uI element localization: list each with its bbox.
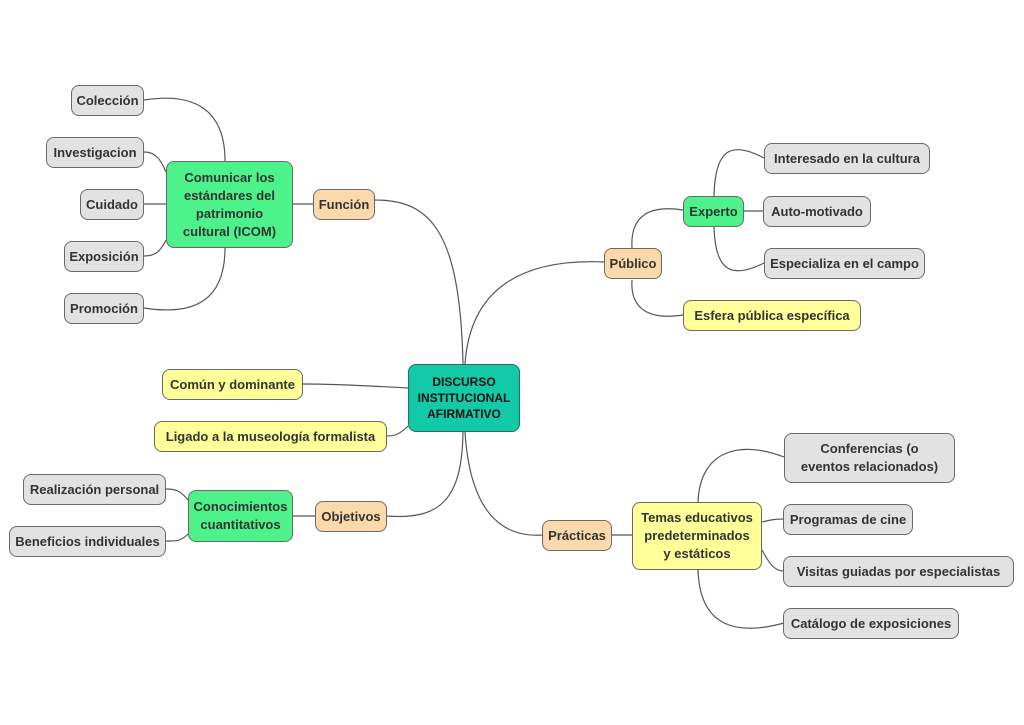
beneficios-label: Beneficios individuales	[15, 533, 160, 549]
link-publico-esfera	[631, 279, 684, 317]
link-root-objetivos	[386, 431, 464, 518]
cuidado-label: Cuidado	[86, 196, 138, 212]
coleccion-label: Colección	[76, 92, 139, 108]
exposicion-label: Exposición	[69, 248, 139, 264]
link-hub-visitas	[761, 549, 785, 572]
link-experto-interesado	[713, 149, 765, 197]
auto-motivado-label: Auto-motivado	[771, 203, 863, 219]
experto-node[interactable]: Experto	[683, 196, 744, 227]
investigacion-node[interactable]: Investigacion	[46, 137, 144, 168]
auto-motivado-node[interactable]: Auto-motivado	[763, 196, 871, 227]
interesado-label: Interesado en la cultura	[774, 150, 920, 166]
funcion-node[interactable]: Función	[313, 189, 375, 220]
realizacion-label: Realización personal	[29, 481, 160, 497]
ligado-node[interactable]: Ligado a la museología formalista	[154, 421, 387, 452]
programas-cine-node[interactable]: Programas de cine	[783, 504, 913, 535]
objetivos-hub-node[interactable]: Conocimientos cuantitativos	[188, 490, 293, 542]
link-hub-catalogo	[697, 569, 785, 629]
comun-label: Común y dominante	[170, 376, 295, 392]
objetivos-node[interactable]: Objetivos	[315, 501, 387, 532]
root-node[interactable]: DISCURSO INSTITUCIONAL AFIRMATIVO	[408, 364, 520, 432]
promocion-label: Promoción	[70, 300, 138, 316]
link-root-practicas	[464, 431, 544, 536]
publico-label: Público	[609, 255, 657, 271]
link-root-comun	[302, 383, 409, 389]
catalogo-node[interactable]: Catálogo de exposiciones	[783, 608, 959, 639]
objetivos-hub-label: Conocimientos cuantitativos	[193, 499, 288, 532]
root-label: DISCURSO INSTITUCIONAL AFIRMATIVO	[417, 375, 511, 421]
link-root-publico	[464, 261, 606, 365]
exposicion-node[interactable]: Exposición	[64, 241, 144, 272]
visitas-label: Visitas guiadas por especialistas	[796, 563, 1001, 579]
visitas-node[interactable]: Visitas guiadas por especialistas	[783, 556, 1014, 587]
experto-label: Experto	[689, 203, 738, 219]
link-hub-cine	[761, 518, 785, 523]
interesado-node[interactable]: Interesado en la cultura	[764, 143, 930, 174]
link-hub-conferencias	[697, 448, 785, 503]
especializa-node[interactable]: Especializa en el campo	[764, 248, 925, 279]
realizacion-node[interactable]: Realización personal	[23, 474, 166, 505]
programas-cine-label: Programas de cine	[789, 511, 907, 527]
link-hub-beneficios	[165, 533, 189, 542]
link-root-funcion	[374, 199, 464, 365]
coleccion-node[interactable]: Colección	[71, 85, 144, 116]
promocion-node[interactable]: Promoción	[64, 293, 144, 324]
link-hub-promocion	[143, 247, 226, 311]
catalogo-label: Catálogo de exposiciones	[790, 615, 952, 631]
esfera-node[interactable]: Esfera pública específica	[683, 300, 861, 331]
conferencias-label: Conferencias (o eventos relacionados)	[800, 441, 939, 474]
funcion-hub-node[interactable]: Comunicar los estándares del patrimonio …	[166, 161, 293, 248]
link-hub-investigacion	[143, 151, 167, 173]
conferencias-node[interactable]: Conferencias (o eventos relacionados)	[784, 433, 955, 483]
funcion-label: Función	[318, 196, 370, 212]
beneficios-node[interactable]: Beneficios individuales	[9, 526, 166, 557]
link-experto-especializa	[713, 225, 765, 272]
esfera-label: Esfera pública específica	[694, 307, 850, 323]
link-hub-realizacion	[165, 488, 189, 501]
cuidado-node[interactable]: Cuidado	[80, 189, 144, 220]
practicas-hub-label: Temas educativos predeterminados y estát…	[641, 510, 753, 561]
link-publico-experto	[631, 208, 684, 249]
comun-node[interactable]: Común y dominante	[162, 369, 303, 400]
objetivos-label: Objetivos	[321, 508, 381, 524]
especializa-label: Especializa en el campo	[770, 255, 919, 271]
link-hub-exposicion	[143, 239, 167, 257]
publico-node[interactable]: Público	[604, 248, 662, 279]
practicas-label: Prácticas	[548, 527, 606, 543]
investigacion-label: Investigacion	[53, 144, 137, 160]
link-root-ligado	[386, 425, 409, 437]
funcion-hub-label: Comunicar los estándares del patrimonio …	[182, 169, 277, 239]
practicas-hub-node[interactable]: Temas educativos predeterminados y estát…	[632, 502, 762, 570]
practicas-node[interactable]: Prácticas	[542, 520, 612, 551]
link-hub-coleccion	[143, 97, 226, 162]
ligado-label: Ligado a la museología formalista	[165, 428, 376, 444]
